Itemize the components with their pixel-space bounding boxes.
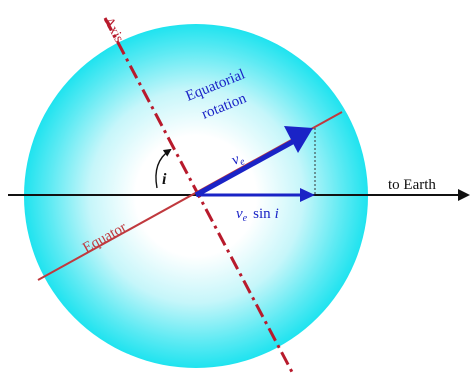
to-earth-label: to Earth — [388, 177, 436, 193]
projected-velocity-arrowhead — [300, 188, 315, 202]
equatorial-velocity-arrowhead — [284, 126, 313, 153]
inclination-angle-arc — [155, 148, 172, 189]
inclination-symbol: i — [162, 171, 167, 188]
equatorial-velocity-vector — [194, 137, 298, 198]
